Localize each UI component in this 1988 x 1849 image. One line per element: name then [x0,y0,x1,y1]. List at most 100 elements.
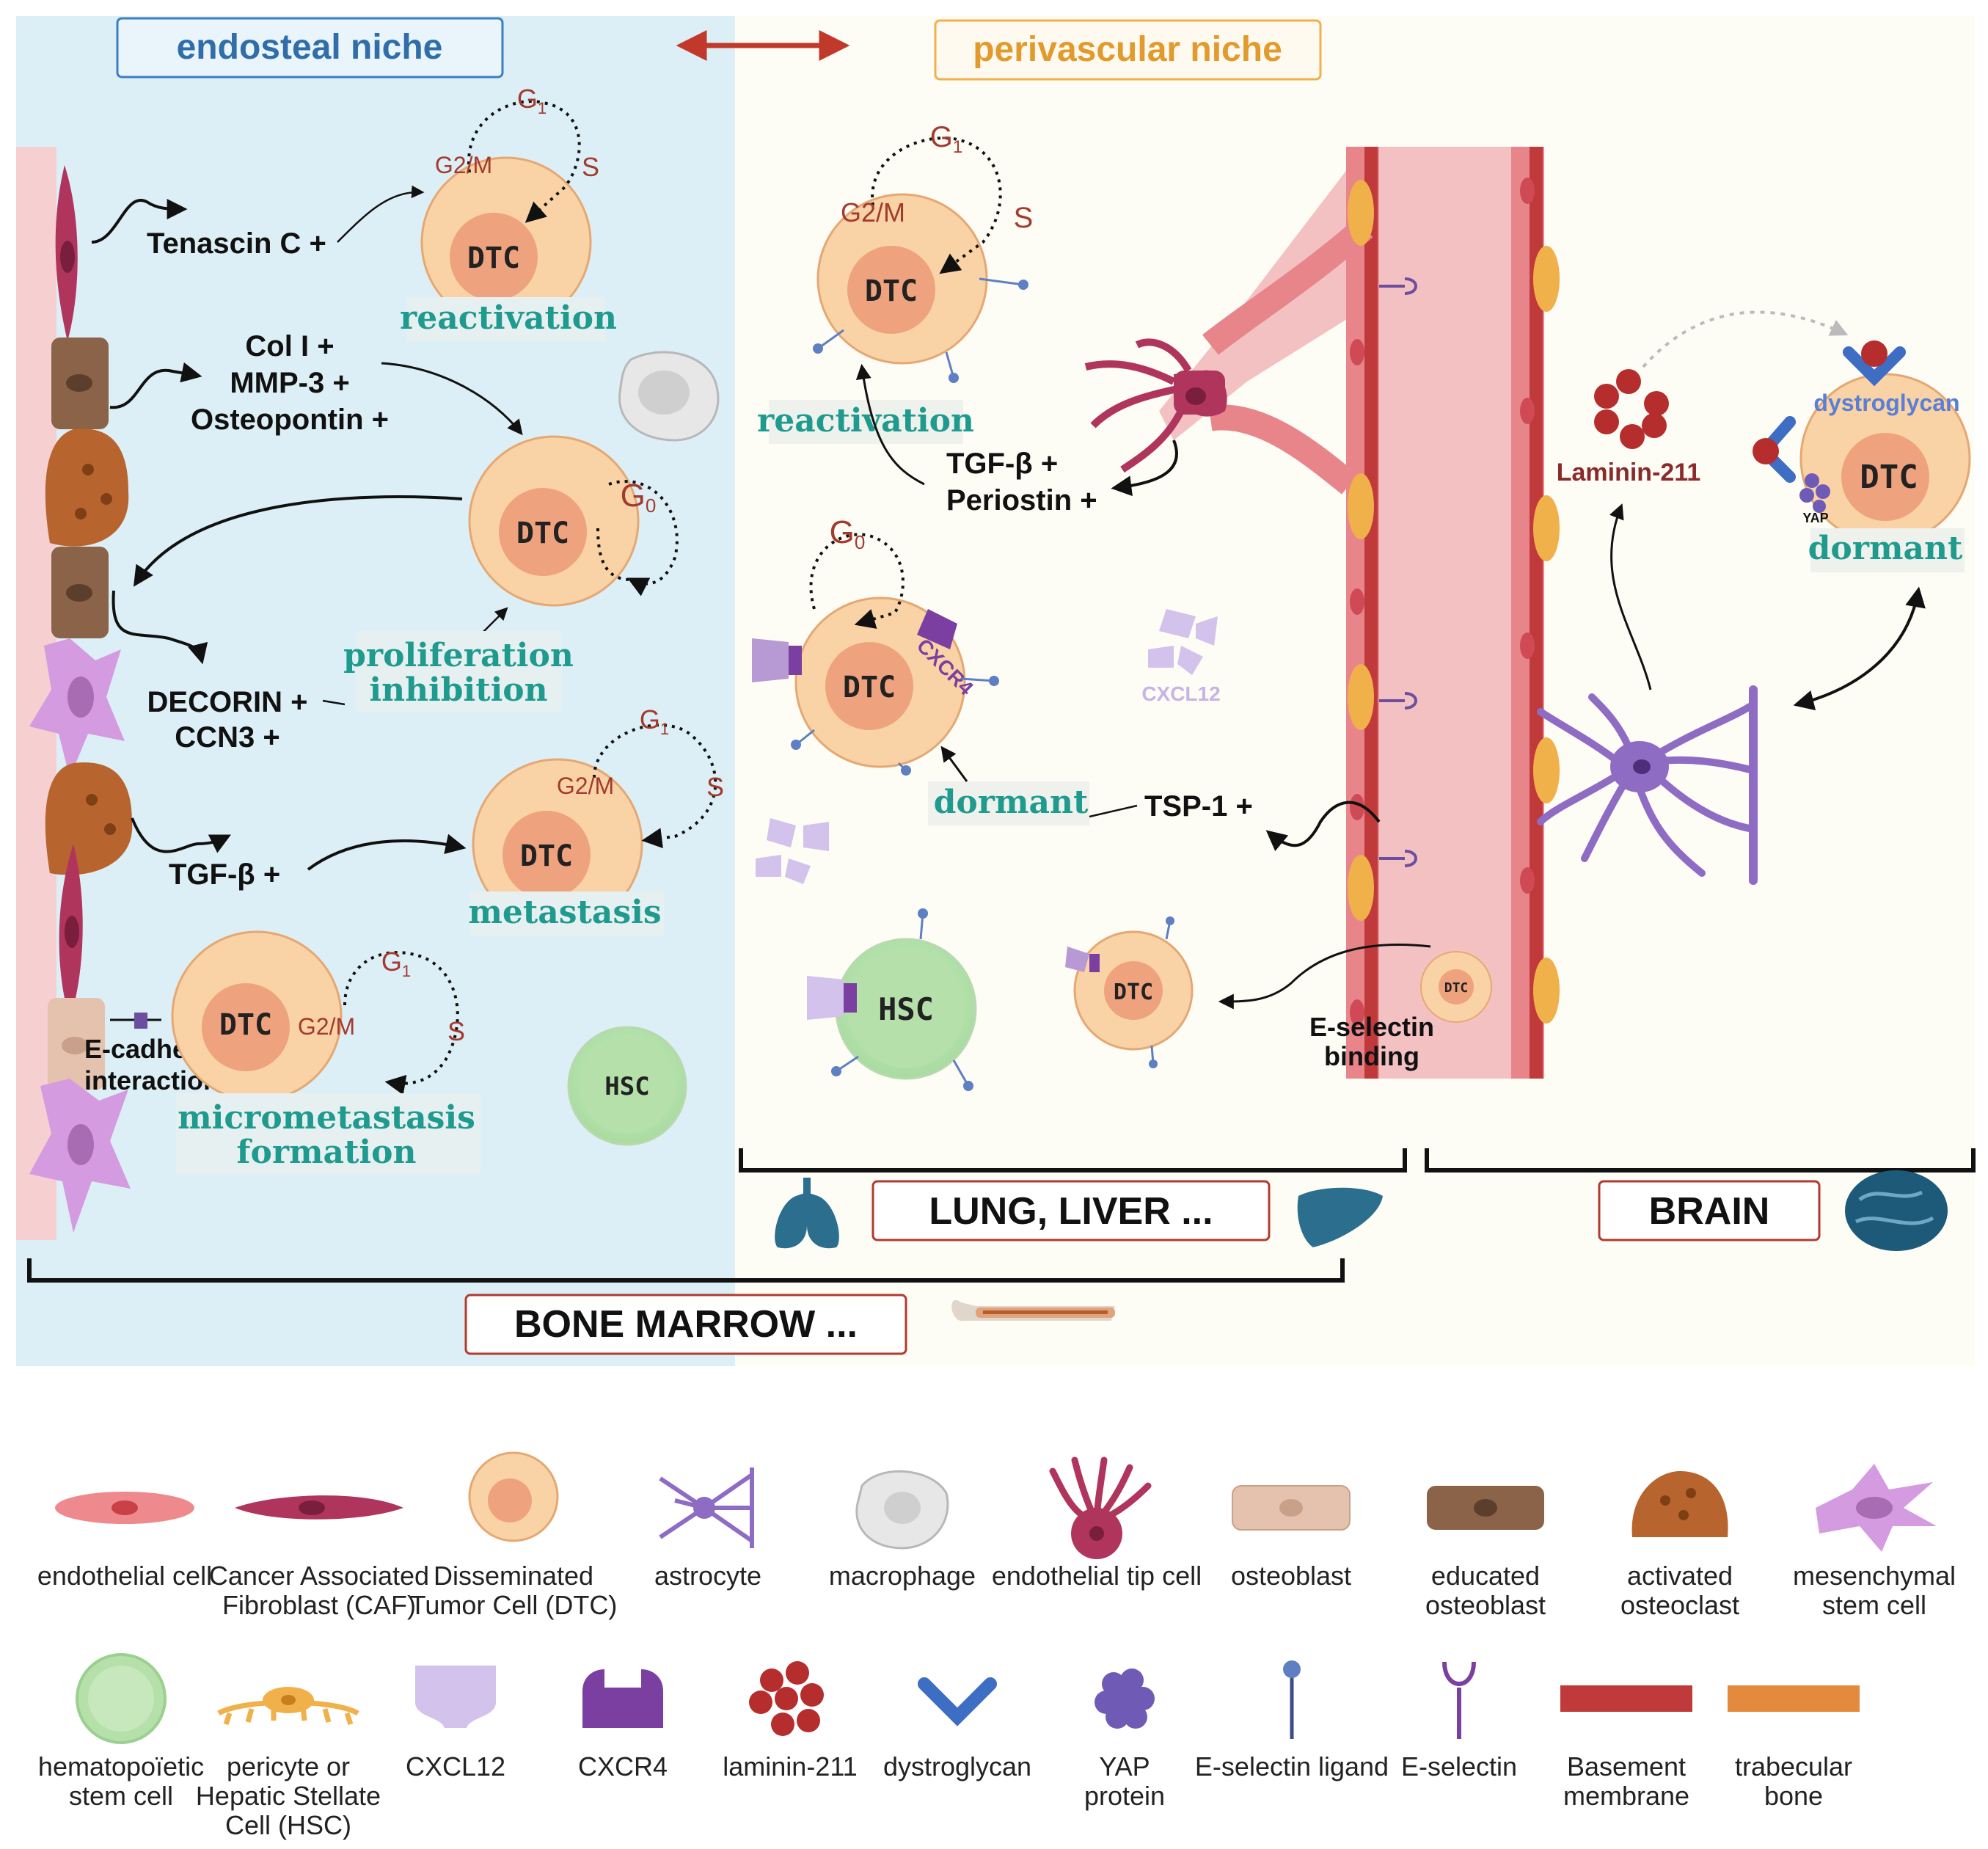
macrophage-icon [855,1470,949,1550]
blood-vessel [1159,147,1560,1079]
hsc-perivascular: HSC [807,908,977,1091]
svg-text:DTC: DTC [843,671,896,704]
pericyte-icon [217,1687,359,1726]
svg-text:G2/M: G2/M [435,152,492,178]
reactivation-lung-label: reactivation [757,402,974,440]
legend-label: educated [1431,1561,1540,1591]
educated-osteoblast-icon [1427,1486,1544,1530]
svg-text:G2/M: G2/M [841,197,905,227]
legend-label: osteoclast [1620,1590,1739,1620]
brain-icon [1845,1170,1948,1251]
osteopontin-label: Osteopontin + [191,404,389,436]
endosteal-niche-title: endosteal niche [116,17,504,79]
svg-text:DTC: DTC [1114,980,1153,1005]
osteoblast-icon [1232,1485,1351,1531]
dormant-lung-bg [928,781,1089,825]
svg-text:S: S [1014,202,1034,234]
svg-text:BRAIN: BRAIN [1649,1190,1770,1233]
laminin-dashed-arrow [1642,310,1849,368]
eselectin-label: E-selectin [1309,1012,1434,1042]
legend-label: dystroglycan [883,1751,1031,1781]
brain-region-label: BRAIN [1598,1180,1821,1241]
legend-label: protein [1084,1781,1165,1811]
endothelial-tip-cell-icon [1049,1456,1152,1559]
mmp3-label: MMP-3 + [230,367,349,399]
svg-text:perivascular niche: perivascular niche [973,30,1282,69]
dystroglycan-top [1843,346,1906,387]
micrometastasis-bg [176,1093,480,1174]
svg-text:G2/M: G2/M [298,1013,355,1040]
yap-label: YAP [1802,511,1828,525]
activated-osteoclast-cell [45,428,129,547]
legend-label: membrane [1563,1781,1689,1811]
inhibition-label: inhibition [369,671,547,709]
laminin-icon [749,1661,824,1736]
e-selectin-receptors [1379,277,1417,867]
astrocyte-to-laminin-arrow [1609,503,1652,690]
bone-marrow-region-label: BONE MARROW ... [464,1294,907,1355]
activated-osteoclast-icon [1631,1471,1728,1537]
legend-label: stem cell [1822,1590,1926,1620]
bone-marrow-bracket [27,1258,1345,1283]
legend-label: Cell (HSC) [225,1810,351,1840]
svg-text:HSC: HSC [604,1072,649,1101]
bone-icon [951,1299,1115,1321]
dtc-reactivation-lung: DTC G1 G2/M S [813,121,1033,383]
dtc-in-vessel: DTC [1420,951,1492,1023]
lung-liver-region-label: LUNG, LIVER ... [871,1180,1271,1241]
legend-label: hematopoïetic [38,1751,204,1781]
metastasis-bg [469,891,664,936]
dystroglycan-label: dystroglycan [1813,390,1959,416]
svg-text:S: S [582,152,599,182]
dormant-brain-label: dormant [1808,530,1963,567]
decorin-label: DECORIN + [147,686,308,718]
perivascular-niche-title: perivascular niche [934,19,1322,81]
metastasis-label: metastasis [468,894,661,931]
cxcl12-label: CXCL12 [1141,682,1220,705]
legend-label: CXCR4 [578,1751,668,1781]
svg-text:BONE MARROW ...: BONE MARROW ... [514,1303,858,1346]
legend-label: pericyte or [227,1751,350,1781]
legend-label: macrophage [829,1561,976,1591]
dtc-micrometastasis: DTC G1 G2/M S [171,930,465,1102]
legend-label: endothelial tip cell [992,1561,1202,1591]
perivascular-arrows-top [855,363,1178,497]
laminin-cluster [1594,369,1669,449]
legend-label: osteoblast [1231,1561,1351,1591]
reactivation-bone-label: reactivation [400,299,617,337]
reactivation-bone-bg [407,297,605,341]
liver-icon [1297,1187,1383,1247]
dtc-reactivation-bone: DTC G1 G2/M S [420,84,599,328]
legend-label: stem cell [69,1781,173,1811]
dtc-metastasis: DTC G1 G2/M S [472,704,724,930]
legend-label: Hepatic Stellate [196,1781,381,1811]
legend-label: Disseminated [434,1561,593,1591]
dtc-icon [468,1451,559,1542]
svg-text:DTC: DTC [1444,980,1469,996]
dystroglycan-icon [918,1677,997,1726]
ecadherin-junction [134,1013,147,1029]
svg-text:S: S [706,772,724,802]
bone-lining-cells [29,165,133,1233]
eselectin-arrow [1218,944,1431,1010]
legend-label: Basement [1567,1751,1686,1781]
legend-label: E-selectin [1401,1751,1517,1781]
reactivation-lung-bg [769,400,963,444]
legend-label: mesenchymal [1793,1561,1956,1591]
dtc-proliferation-inhibition: DTC G0 [468,435,679,607]
tsp1-label: TSP-1 + [1144,790,1253,823]
cxcr4-receptor [917,609,957,649]
macrophage-cell [618,351,720,442]
cxcr4-icon [582,1669,663,1728]
astrocyte-icon [659,1467,754,1548]
col1-label: Col I + [245,330,334,362]
legend-label: E-selectin ligand [1195,1751,1389,1781]
svg-text:G1: G1 [381,947,411,980]
caf-icon [235,1495,403,1520]
legend-label: YAP [1099,1751,1150,1781]
formation-label: formation [237,1134,417,1171]
basement-membrane-icon [1560,1685,1692,1712]
yap-protein-cluster [1799,473,1830,513]
svg-text:LUNG, LIVER ...: LUNG, LIVER ... [929,1190,1213,1233]
dormant-brain-bg [1810,528,1965,572]
